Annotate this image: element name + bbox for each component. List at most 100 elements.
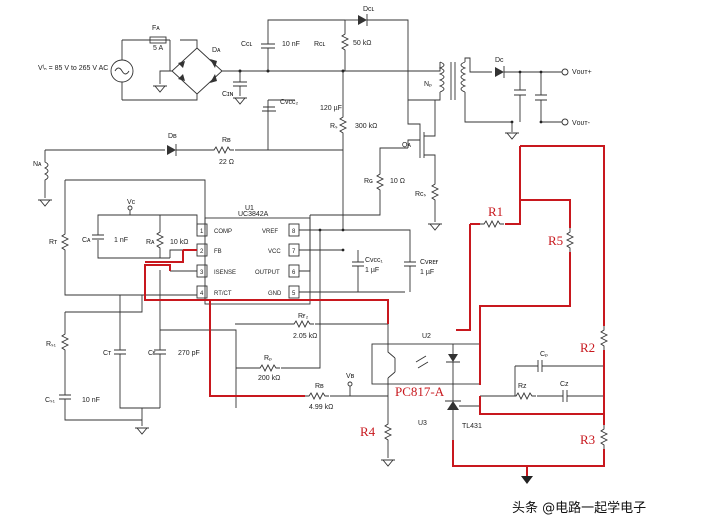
red-markup	[144, 145, 605, 476]
cvcc2-label: Cᴠᴄᴄ₂	[280, 99, 299, 106]
pin-8-number: 8	[292, 229, 296, 235]
rb-value: 22 Ω	[219, 159, 234, 166]
vb-label: Vʙ	[346, 373, 355, 380]
dc-label: Dᴄ	[495, 57, 504, 64]
pin-7-name: VCC	[268, 249, 281, 255]
rcl-value: 50 kΩ	[353, 40, 371, 47]
ccl-label: Cᴄʟ	[241, 41, 253, 48]
ic-right-nets: Cᴠᴄᴄ₁ 1 µF Cᴠʀᴇғ 1 µF	[299, 215, 439, 324]
tl431-u3: U3 TL431	[418, 384, 482, 440]
vout-plus-label: Vᴏᴜᴛ+	[572, 69, 592, 76]
rb-label: Rʙ	[222, 137, 231, 144]
watermark: 头条 @电路一起学电子	[512, 500, 646, 516]
rs-resistor: Rₛ 300 kΩ	[330, 71, 377, 230]
vout-minus-label: Vᴏᴜᴛ-	[572, 120, 591, 127]
transformer: Nₚ	[400, 57, 512, 123]
pin-5-name: GND	[268, 291, 282, 297]
rf2-value: 2.05 kΩ	[293, 333, 317, 340]
ic-pins: 1 COMP 2 FB 3 ISENSE 4 RT/CT 8 VREF 7 VC…	[196, 223, 300, 299]
ccl-value: 10 nF	[282, 41, 300, 48]
fuse-fa: Fᴀ 5 A	[149, 25, 167, 52]
pin-8-name: VREF	[262, 229, 278, 235]
rp-value: 200 kΩ	[258, 375, 280, 382]
ca-label: Cᴀ	[82, 237, 91, 244]
feedback-resistors: Rғ₂ 2.05 kΩ Rₚ 200 kΩ Rʙ 4.99 kΩ Vʙ	[235, 313, 396, 467]
u3-label: U3	[418, 420, 427, 427]
rt-label: Rᴛ	[49, 239, 58, 246]
r5-annotation: R5	[548, 233, 563, 248]
rs-label: Rₛ	[330, 123, 338, 130]
ac-source: Vᴵₙ = 85 V to 265 V AC	[38, 39, 175, 101]
rs1-label: Rₛ₁	[46, 341, 57, 348]
timing-network: Rₛ₁ Cₛ₁ 10 nF Cᴛ Cғ 270 pF	[45, 270, 237, 435]
ic-part: UC3842A	[238, 211, 269, 218]
ca-value: 1 nF	[114, 237, 128, 244]
cvref-label: Cᴠʀᴇғ	[420, 259, 439, 266]
ct-label: Cᴛ	[103, 350, 112, 357]
rcl-label: Rᴄʟ	[314, 41, 326, 48]
rg-label: Rɢ	[364, 178, 373, 185]
cs1-value: 10 nF	[82, 397, 100, 404]
cz-label: Cᴢ	[560, 381, 569, 388]
u2-label: U2	[422, 333, 431, 340]
clamp-network: Cᴄʟ 10 nF Rᴄʟ 50 kΩ Dᴄʟ	[241, 6, 409, 71]
rf2-label: Rғ₂	[298, 313, 309, 320]
fuse-rating: 5 A	[153, 45, 163, 52]
pin-1-name: COMP	[214, 229, 232, 235]
output-stage: Dᴄ Vᴏᴜᴛ+ Vᴏᴜᴛ-	[495, 57, 592, 140]
pin-7-number: 7	[292, 249, 296, 255]
r1-annotation: R1	[488, 204, 503, 219]
rb2-value: 4.99 kΩ	[309, 404, 333, 411]
dcl-label: Dᴄʟ	[363, 6, 375, 13]
cvref-value: 1 µF	[420, 269, 434, 276]
ra-value: 10 kΩ	[170, 239, 188, 246]
mosfet-qa: Qᴀ Rɢ 10 Ω Rᴄₛ	[310, 100, 443, 231]
tl431-label: TL431	[462, 423, 482, 430]
red-resistors	[480, 219, 609, 484]
pin-2-number: 2	[200, 249, 204, 255]
fa-label: Fᴀ	[152, 25, 160, 32]
cvcc1-label: Cᴠᴄᴄ₁	[365, 257, 384, 264]
pin-3-name: ISENSE	[214, 270, 236, 276]
da-label: Dᴀ	[212, 47, 221, 54]
vc-label: Vᴄ	[127, 199, 136, 206]
rb2-label: Rʙ	[315, 383, 324, 390]
pin-6-number: 6	[292, 270, 296, 276]
optocoupler-annotation: PC817-A	[395, 384, 445, 399]
pin-4-number: 4	[200, 291, 204, 297]
pin-6-name: OUTPUT	[255, 270, 280, 276]
vin-label: Vᴵₙ = 85 V to 265 V AC	[38, 65, 108, 72]
cf-value: 270 pF	[178, 350, 200, 357]
r4-annotation: R4	[360, 424, 376, 439]
db-label: Dʙ	[168, 133, 177, 140]
cf-label: Cғ	[148, 350, 156, 357]
cvcc2-value: 120 µF	[320, 105, 342, 112]
bridge-rectifier: Dᴀ	[152, 39, 240, 101]
np-label: Nₚ	[424, 81, 432, 88]
compensation-network: Cₚ Rᴢ Cᴢ	[480, 351, 604, 402]
pin-5-number: 5	[292, 291, 296, 297]
cs1-label: Cₛ₁	[45, 397, 56, 404]
rs-value: 300 kΩ	[355, 123, 377, 130]
ic-left-nets: Rᴛ Vᴄ Cᴀ 1 nF Rᴀ 10 kΩ	[49, 179, 206, 296]
rcs-label: Rᴄₛ	[415, 191, 427, 198]
cin-capacitor: Cɪɴ	[222, 71, 248, 105]
rp-label: Rₚ	[264, 355, 272, 362]
pin-3-number: 3	[200, 270, 204, 276]
r3-annotation: R3	[580, 432, 595, 447]
cp-label: Cₚ	[540, 351, 548, 358]
cvcc1-value: 1 µF	[365, 267, 379, 274]
pin-1-number: 1	[200, 229, 204, 235]
r2-annotation: R2	[580, 340, 595, 355]
pin-2-name: FB	[214, 249, 222, 255]
ic-ref: U1	[245, 205, 254, 212]
na-label: Nᴀ	[33, 161, 42, 168]
pin-4-name: RT/CT	[214, 291, 232, 297]
vcc-supply: Cᴠᴄᴄ₂ 120 µF Dʙ Rʙ 22 Ω Nᴀ	[33, 99, 343, 207]
qa-label: Qᴀ	[402, 142, 411, 149]
rz-label: Rᴢ	[518, 383, 527, 390]
cin-label: Cɪɴ	[222, 91, 234, 98]
ra-label: Rᴀ	[146, 239, 155, 246]
rg-value: 10 Ω	[390, 178, 405, 185]
